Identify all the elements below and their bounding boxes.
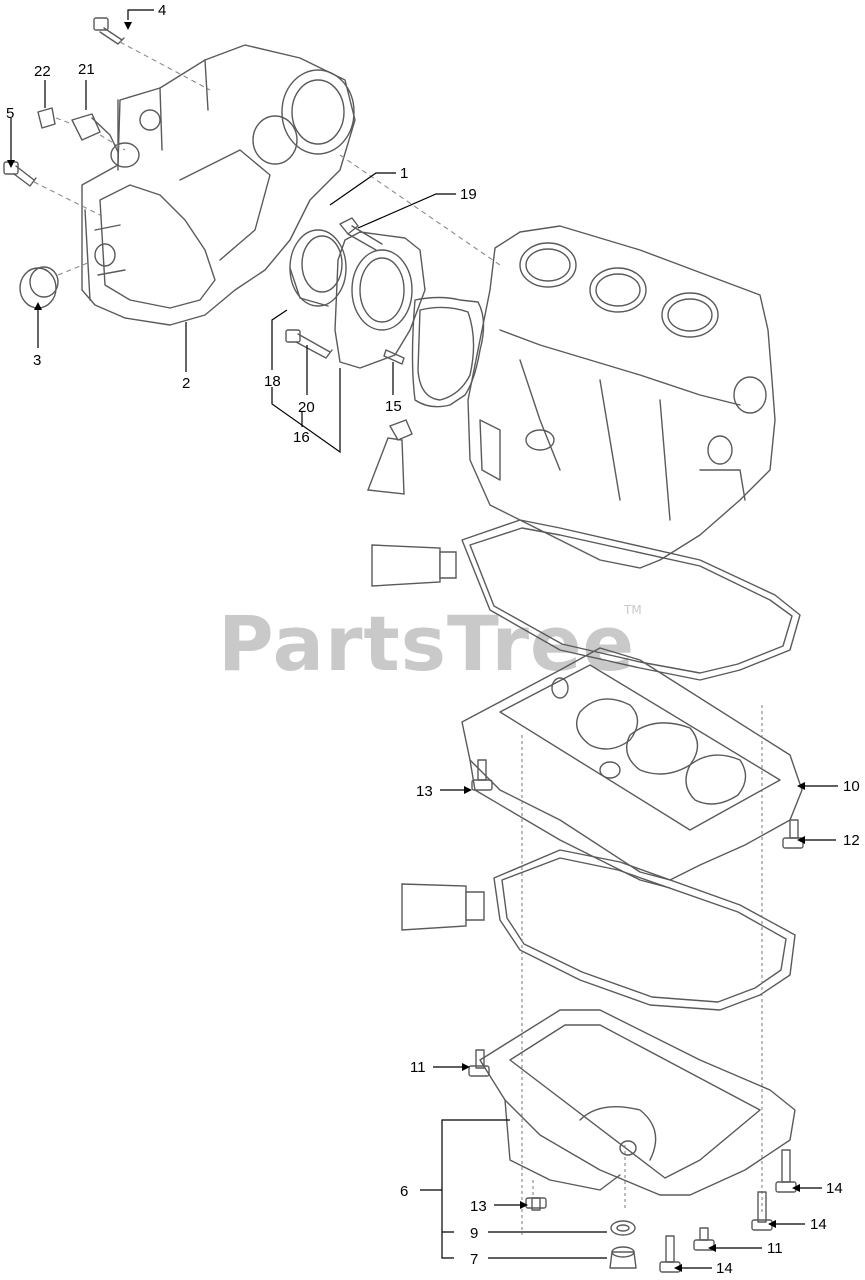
callout-5: 5 [6, 105, 14, 122]
callout-7: 7 [470, 1251, 478, 1268]
callout-21: 21 [78, 61, 95, 78]
callout-11-upper: 11 [410, 1059, 426, 1076]
callout-2: 2 [182, 375, 190, 392]
oil-pan-upper-drawing [461, 647, 803, 889]
oil-pan-lower-drawing [479, 1009, 796, 1196]
pan-bolts-drawing [468, 759, 804, 1273]
sealant-tube-middle-drawing [371, 544, 457, 587]
alignment-lines [521, 705, 763, 1235]
callout-13-upper: 13 [416, 783, 433, 800]
engine-block-drawing [467, 225, 776, 569]
callout-20: 20 [298, 399, 315, 416]
callout-4: 4 [158, 2, 166, 19]
callout-labels: 4 22 21 5 3 2 1 19 18 20 15 16 13 10 12 … [6, 2, 860, 1277]
watermark-trademark: TM [623, 603, 642, 617]
callout-14-a: 14 [826, 1180, 843, 1197]
fitting-21-22-drawing [37, 107, 126, 153]
callout-22: 22 [34, 63, 51, 80]
callout-1: 1 [400, 165, 408, 182]
gasket-lower-drawing [493, 849, 796, 1011]
callout-3: 3 [33, 352, 41, 369]
callout-15: 15 [385, 398, 402, 415]
watermark-text: PartsTree [218, 599, 635, 688]
gasket-upper-drawing [461, 519, 801, 681]
gear-case-drawing [81, 44, 356, 326]
sealant-tube-lower-drawing [401, 883, 485, 931]
callout-9: 9 [470, 1225, 478, 1242]
callout-6: 6 [400, 1183, 408, 1200]
arrow-heads [7, 22, 805, 1272]
callout-16: 16 [293, 429, 310, 446]
callout-11-lower: 11 [767, 1240, 783, 1257]
callout-14-c: 14 [716, 1260, 733, 1277]
watermark: PartsTree TM [218, 599, 642, 688]
bolt-5-drawing [3, 161, 101, 216]
callout-12: 12 [843, 832, 860, 849]
callout-18: 18 [264, 373, 281, 390]
callout-14-b: 14 [810, 1216, 827, 1233]
plug-3-drawing [19, 261, 91, 309]
sealant-tube-upper-drawing [367, 419, 413, 495]
leader-lines [10, 9, 838, 1269]
callout-19: 19 [460, 186, 477, 203]
bolt-4-drawing [93, 17, 211, 91]
callout-10: 10 [843, 778, 860, 795]
callout-13-lower: 13 [470, 1198, 487, 1215]
